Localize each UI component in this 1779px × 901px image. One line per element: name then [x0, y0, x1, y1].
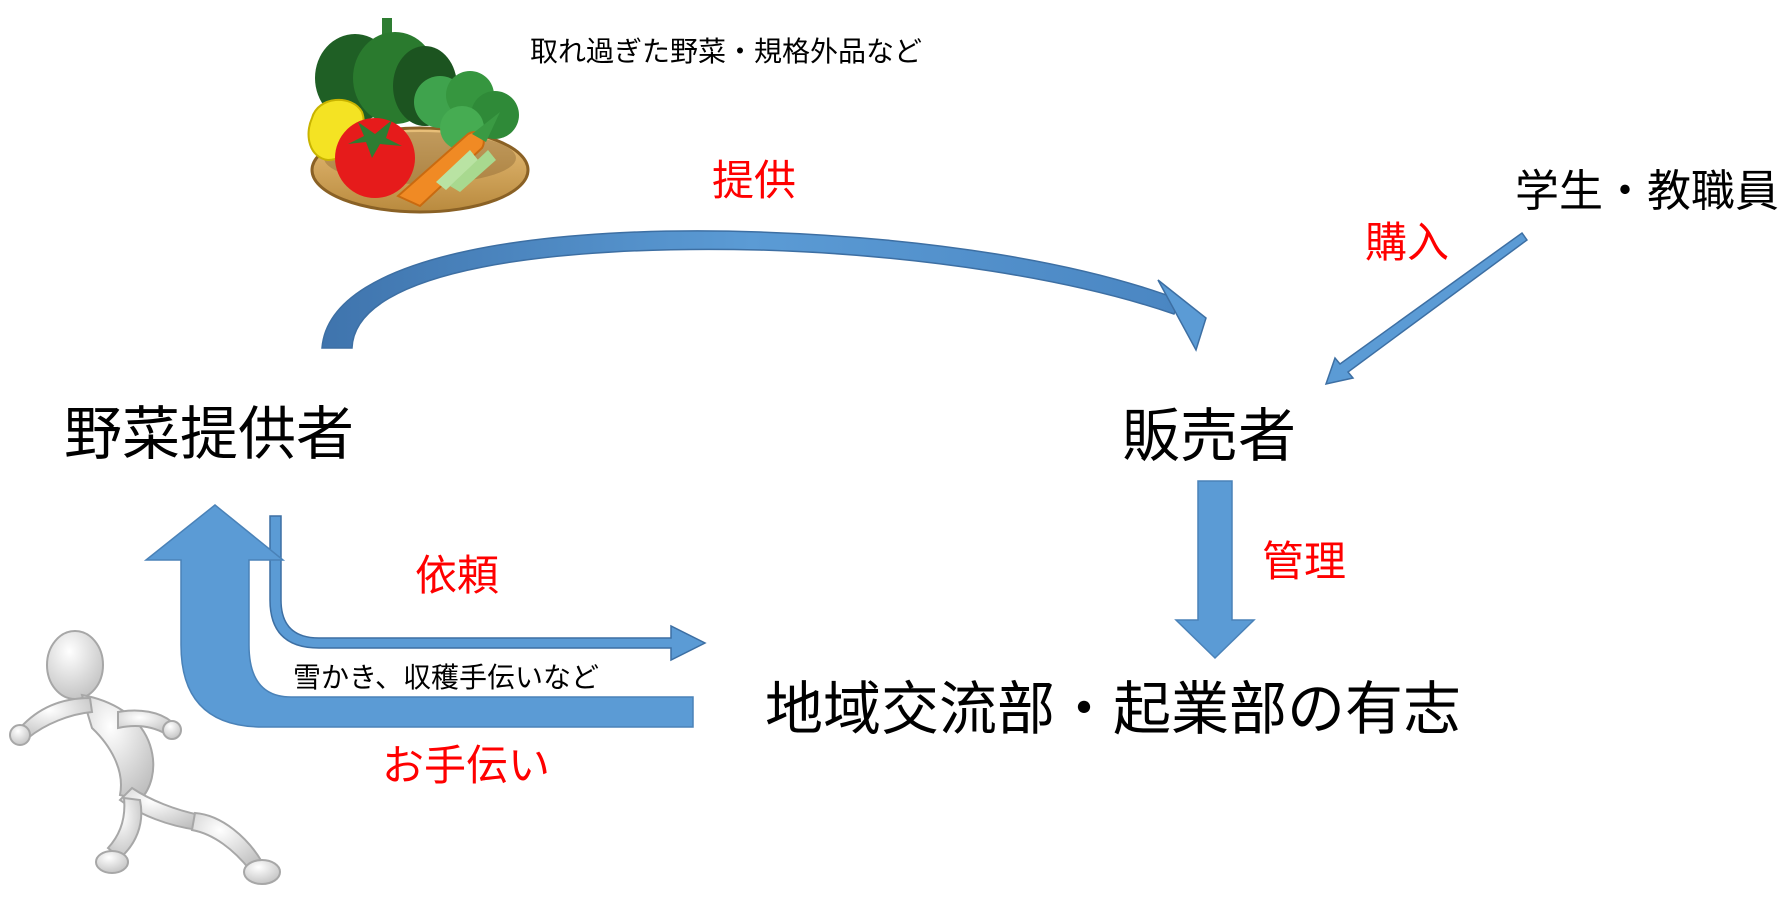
purchase-arrow [1324, 231, 1529, 386]
note-vegetables: 取れ過ぎた野菜・規格外品など [530, 35, 923, 68]
label-purchase: 購入 [1365, 218, 1450, 267]
running-figure-icon [9, 630, 281, 885]
node-seller: 販売者 [1122, 402, 1297, 470]
node-customers: 学生・教職員 [1515, 166, 1779, 217]
node-club: 地域交流部・起業部の有志 [765, 675, 1462, 743]
supply-arrow [321, 230, 1207, 352]
vegetable-basket-icon [307, 18, 530, 214]
label-help: お手伝い [382, 741, 551, 790]
label-request: 依頼 [415, 551, 500, 600]
manage-arrow [1174, 480, 1256, 660]
node-provider: 野菜提供者 [64, 400, 355, 468]
help-arrow [143, 504, 694, 728]
label-supply: 提供 [712, 156, 797, 205]
request-arrow [269, 515, 707, 662]
label-manage: 管理 [1262, 537, 1347, 586]
note-tasks: 雪かき、収穫手伝いなど [293, 661, 600, 694]
